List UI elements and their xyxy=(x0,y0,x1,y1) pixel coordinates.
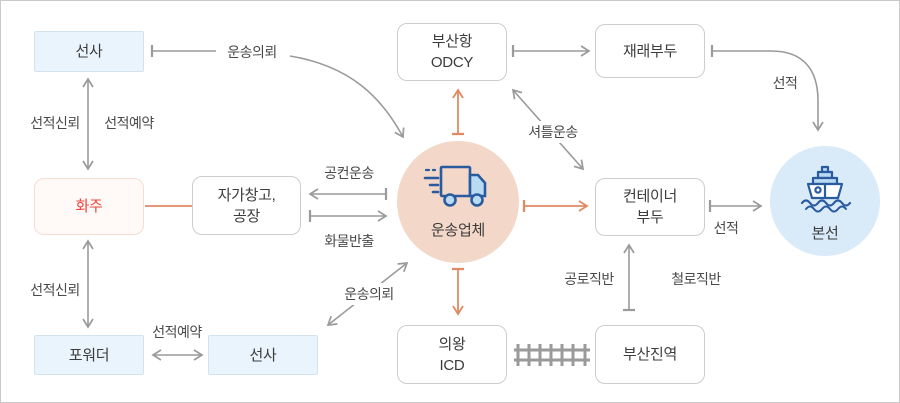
label-rail-direct: 철로직반 xyxy=(668,268,724,290)
node-label: 포워더 xyxy=(68,346,110,364)
label-road-direct: 공로직반 xyxy=(561,268,617,290)
label-shipping-reservation-top: 선적예약 xyxy=(101,112,157,134)
node-label: 운송업체 xyxy=(430,222,485,239)
edge-loading-top-curve xyxy=(710,45,824,132)
label-shipping-reservation-bottom: 선적예약 xyxy=(149,321,205,343)
node-label: 공장 xyxy=(232,207,260,225)
node-label: 의왕 xyxy=(438,335,466,353)
node-label: 본선 xyxy=(811,224,839,242)
node-label: 부산항 xyxy=(431,33,473,50)
label-transport-request-bottom: 운송의뢰 xyxy=(341,283,397,305)
ship-icon xyxy=(796,159,854,219)
node-container-pier: 컨테이너 부두 xyxy=(595,178,705,236)
node-uiwang-icd: 의왕 ICD xyxy=(397,325,507,384)
node-vessel: 본선 xyxy=(770,146,880,256)
node-transport-company: 운송업체 xyxy=(397,141,519,263)
node-conventional-pier: 재래부두 xyxy=(595,24,705,78)
node-label: 선사 xyxy=(75,43,103,60)
node-label: 부두 xyxy=(636,209,664,226)
node-label: ICD xyxy=(439,356,465,374)
node-label: 화주 xyxy=(75,198,103,215)
label-shuttle-transport: 셔틀운송 xyxy=(525,121,581,143)
node-warehouse: 자가창고, 공장 xyxy=(192,176,301,235)
node-busanjin-station: 부산진역 xyxy=(595,325,705,384)
railroad-track-icon xyxy=(514,344,590,366)
node-carrier-bottom: 선사 xyxy=(208,335,318,375)
truck-icon xyxy=(422,163,494,216)
label-loading-top: 선적 xyxy=(769,72,801,94)
node-label: 선사 xyxy=(249,346,277,364)
node-busan-odcy: 부산항 ODCY xyxy=(397,23,507,81)
label-shipping-trust-bottom: 선적신뢰 xyxy=(27,279,83,301)
node-label: 자가창고, xyxy=(217,186,276,204)
node-forwarder: 포워더 xyxy=(34,335,144,375)
node-label: 부산진역 xyxy=(622,346,677,363)
label-transport-request-top: 운송의뢰 xyxy=(224,41,280,63)
node-label: 재래부두 xyxy=(622,42,677,60)
edge-transport-request-top-curve xyxy=(289,55,405,139)
label-cargo-release: 화물반출 xyxy=(321,230,377,252)
node-shipper: 화주 xyxy=(34,178,144,235)
label-shipping-trust-top: 선적신뢰 xyxy=(27,112,83,134)
node-label: ODCY xyxy=(430,54,474,71)
node-carrier-top: 선사 xyxy=(34,31,144,72)
node-label: 컨테이너 xyxy=(622,188,677,205)
label-empty-container-transport: 공컨운송 xyxy=(321,162,377,184)
label-loading-right: 선적 xyxy=(710,217,742,239)
